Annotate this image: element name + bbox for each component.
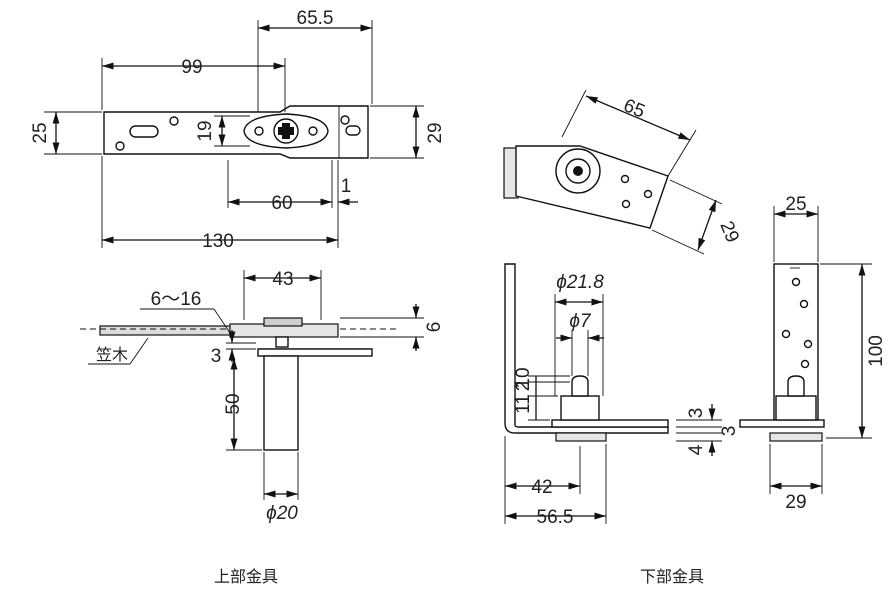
dim-130: 130 bbox=[202, 231, 234, 252]
upper-pivot-hole-l bbox=[254, 126, 264, 136]
lower-top-hole-3 bbox=[621, 199, 631, 209]
dim-56-5: 56.5 bbox=[537, 507, 574, 528]
dim-29-rotated: 29 bbox=[715, 218, 742, 245]
caption-lower-fitting: 下部金具 bbox=[640, 567, 704, 586]
dim-4: 4 bbox=[686, 444, 707, 455]
upper-hole-3 bbox=[340, 115, 350, 125]
dim-100: 100 bbox=[866, 335, 887, 367]
lower-side-base bbox=[739, 419, 825, 428]
dim-43: 43 bbox=[272, 269, 293, 290]
lower-side-hole-3 bbox=[781, 329, 791, 339]
lower-washer bbox=[555, 432, 607, 442]
dim-11: 11 bbox=[513, 394, 534, 414]
upper-side-view: 43 6〜16 6 笠木 3 50 ϕ20 bbox=[80, 269, 445, 524]
dim-6-16: 6〜16 bbox=[151, 289, 202, 310]
dim-phi21-8: ϕ21.8 bbox=[556, 272, 604, 293]
dim-50: 50 bbox=[223, 393, 244, 414]
lower-top-hole-1 bbox=[620, 174, 630, 184]
label-kasagi: 笠木 bbox=[96, 345, 128, 364]
dim-29: 29 bbox=[425, 122, 446, 143]
lower-front-view: ϕ21.8 ϕ7 2 11 10 3 3 4 42 56.5 bbox=[504, 263, 740, 528]
kasagi-board bbox=[99, 325, 231, 336]
upper-side-post bbox=[263, 355, 299, 451]
dim-60: 60 bbox=[271, 193, 292, 214]
lower-pivot-pin bbox=[573, 166, 583, 176]
lower-pivot-body bbox=[560, 395, 600, 421]
lower-side-hole-4 bbox=[803, 339, 813, 349]
upper-hole-2 bbox=[115, 141, 125, 151]
dim-3b: 3 bbox=[719, 426, 740, 437]
lower-pivot-pin-front bbox=[571, 375, 589, 397]
dim-6: 6 bbox=[424, 322, 445, 333]
lower-side-view: 25 100 29 bbox=[739, 194, 887, 513]
upper-hole-1 bbox=[169, 116, 179, 126]
upper-side-base bbox=[257, 348, 373, 357]
lower-top-hole-2 bbox=[643, 189, 653, 199]
dim-65-5: 65.5 bbox=[297, 8, 334, 29]
dim-65: 65 bbox=[620, 95, 647, 122]
dim-phi20: ϕ20 bbox=[266, 503, 298, 524]
lower-top-view: 65 29 bbox=[503, 89, 743, 255]
dim-2: 2 bbox=[513, 381, 534, 392]
lower-base-plate bbox=[551, 419, 669, 428]
upper-slot-right bbox=[345, 125, 361, 136]
upper-side-boss bbox=[275, 336, 289, 348]
dim-25: 25 bbox=[30, 122, 51, 143]
dim-10: 10 bbox=[513, 367, 534, 388]
upper-slot-left bbox=[129, 125, 159, 138]
dim-99: 99 bbox=[181, 57, 202, 78]
dim-3-upper: 3 bbox=[211, 346, 222, 367]
lower-side-pivot-pin bbox=[787, 375, 805, 397]
lower-side-hole-1 bbox=[791, 277, 801, 287]
upper-top-view: 65.5 99 25 19 29 60 1 130 bbox=[30, 8, 446, 252]
dim-29-lower: 29 bbox=[785, 492, 806, 513]
dim-phi7: ϕ7 bbox=[569, 311, 592, 332]
dim-1: 1 bbox=[341, 176, 352, 197]
lower-side-washer bbox=[769, 432, 823, 442]
dim-25-lower: 25 bbox=[785, 194, 806, 215]
upper-side-pivot bbox=[263, 317, 303, 327]
lower-side-hole-5 bbox=[800, 359, 810, 369]
dim-3a: 3 bbox=[686, 408, 707, 419]
cross-screw-icon bbox=[278, 123, 294, 139]
lower-side-hole-2 bbox=[799, 299, 809, 309]
dim-19: 19 bbox=[195, 120, 216, 141]
lower-side-pivot-body bbox=[775, 395, 817, 421]
caption-upper-fitting: 上部金具 bbox=[214, 567, 278, 586]
upper-pivot-hole-r bbox=[308, 126, 318, 136]
dim-42: 42 bbox=[531, 477, 552, 498]
